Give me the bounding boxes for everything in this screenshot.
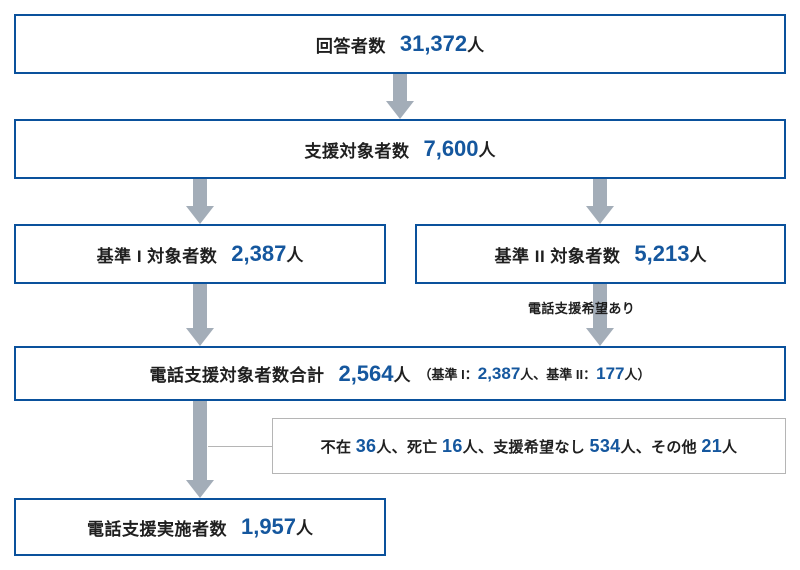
- node-criterion1-value: 2,387人: [231, 241, 303, 267]
- node-phone-support-total-label: 電話支援対象者数合計: [149, 366, 325, 385]
- node-criterion2: 基準 II 対象者数 5,213人: [415, 224, 786, 284]
- exclusion-connector-line: [208, 446, 272, 447]
- node-phone-support-total: 電話支援対象者数合計 2,564人 （基準 I：2,387人、基準 II：177…: [14, 346, 786, 401]
- node-phone-support-done-unit: 人: [296, 519, 314, 538]
- node-support-target-unit: 人: [478, 141, 496, 160]
- exclusion-label-absent: 不在: [320, 438, 356, 456]
- node-phone-support-done-number: 1,957: [240, 514, 297, 539]
- breakdown-open: （基準 I：: [418, 366, 478, 382]
- node-support-target-value: 7,600人: [423, 136, 495, 162]
- node-respondents-label: 回答者数: [315, 36, 386, 56]
- node-criterion2-value: 5,213人: [634, 241, 706, 267]
- exclusion-label-deceased: 人、死亡: [376, 438, 443, 456]
- node-phone-support-done-value: 1,957人: [241, 514, 313, 540]
- arrow-criterion1-to-total: [186, 284, 214, 346]
- arrow-total-to-done: [186, 401, 214, 498]
- exclusions-text: 不在 36人、死亡 16人、支援希望なし 534人、その他 21人: [321, 436, 738, 457]
- node-respondents: 回答者数 31,372人: [14, 14, 786, 74]
- node-criterion2-label: 基準 II 対象者数: [494, 246, 621, 266]
- exclusion-label-other: 人、その他: [620, 438, 702, 456]
- breakdown-mid: 人、基準 II：: [520, 366, 597, 382]
- arrow-target-to-criterion2: [586, 179, 614, 224]
- node-criterion2-unit: 人: [689, 246, 707, 265]
- arrow-criterion2-to-total: [586, 284, 614, 346]
- arrow-target-to-criterion1: [186, 179, 214, 224]
- node-respondents-unit: 人: [467, 36, 485, 55]
- node-phone-support-done-label: 電話支援実施者数: [86, 519, 227, 539]
- node-respondents-number: 31,372: [399, 31, 468, 56]
- exclusion-label-declined: 人、支援希望なし: [462, 438, 590, 456]
- exclusion-value-other: 21: [701, 435, 723, 456]
- exclusion-unit-suffix: 人: [722, 438, 738, 456]
- edge-label-phone-support-wish: 電話支援希望あり: [528, 301, 636, 316]
- node-phone-support-total-unit: 人: [393, 365, 411, 385]
- node-phone-support-total-value: 2,564人: [338, 361, 410, 387]
- breakdown-close: 人）: [624, 366, 651, 382]
- node-support-target: 支援対象者数 7,600人: [14, 119, 786, 179]
- node-criterion2-number: 5,213: [634, 241, 690, 266]
- node-criterion1-label: 基準 I 対象者数: [96, 246, 218, 266]
- node-phone-support-total-number: 2,564: [338, 360, 394, 386]
- breakdown-criterion1-number: 2,387: [477, 363, 521, 383]
- node-criterion1-number: 2,387: [231, 241, 287, 266]
- node-phone-support-done: 電話支援実施者数 1,957人: [14, 498, 386, 556]
- node-support-target-number: 7,600: [423, 136, 479, 161]
- exclusion-value-absent: 36: [355, 435, 377, 456]
- node-phone-support-total-breakdown: （基準 I：2,387人、基準 II：177人）: [419, 364, 651, 384]
- node-support-target-label: 支援対象者数: [304, 141, 410, 161]
- exclusion-value-declined: 534: [589, 435, 621, 456]
- breakdown-criterion2-number: 177: [596, 363, 625, 383]
- arrow-respondents-to-target: [386, 74, 414, 119]
- node-criterion1-unit: 人: [286, 246, 304, 265]
- exclusion-value-deceased: 16: [442, 435, 463, 456]
- node-respondents-value: 31,372人: [400, 31, 484, 57]
- node-criterion1: 基準 I 対象者数 2,387人: [14, 224, 386, 284]
- node-exclusions: 不在 36人、死亡 16人、支援希望なし 534人、その他 21人: [272, 418, 786, 474]
